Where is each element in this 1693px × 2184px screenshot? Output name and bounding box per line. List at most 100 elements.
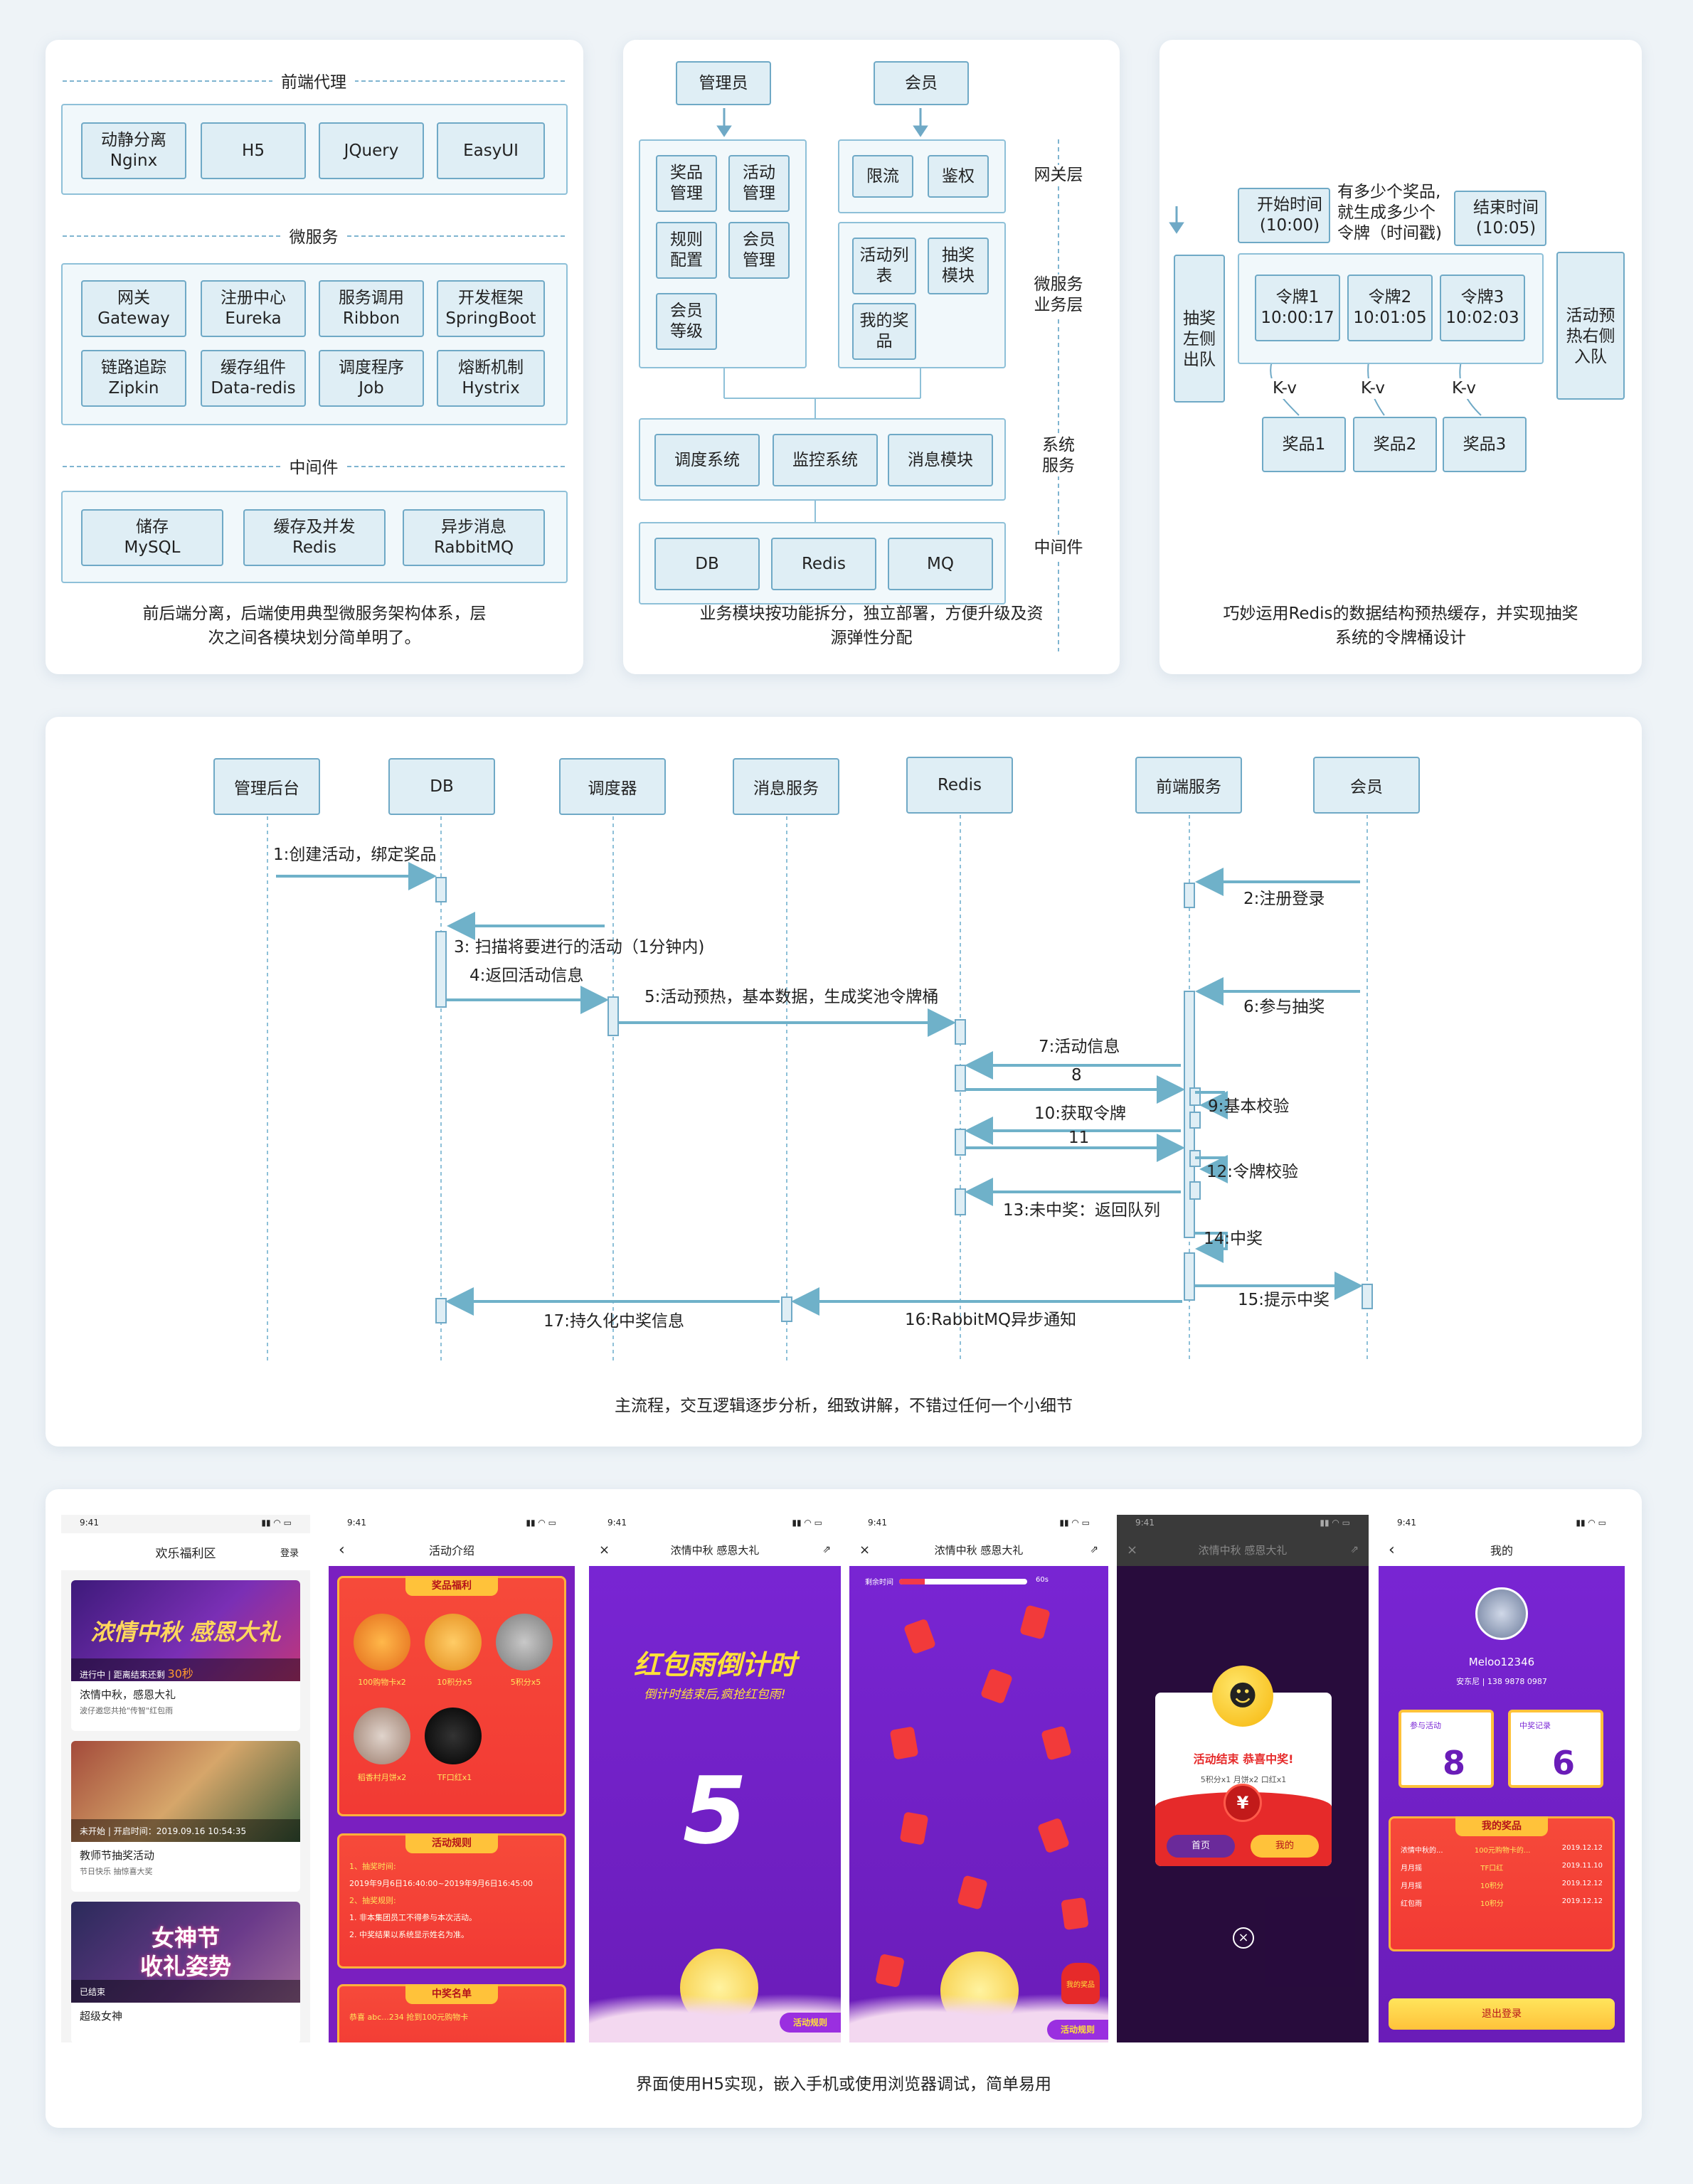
mine-button[interactable]: 我的 bbox=[1251, 1835, 1319, 1858]
rules-button[interactable]: 活动规则 bbox=[780, 2013, 841, 2033]
section-middleware: 中间件 bbox=[63, 454, 565, 478]
token-item: 令牌3 10:02:03 bbox=[1440, 275, 1525, 341]
intro-header: ‹ 活动介绍 bbox=[329, 1533, 575, 1566]
profile-header: ‹ 我的 bbox=[1379, 1533, 1625, 1566]
redpacket-icon[interactable] bbox=[1041, 1725, 1072, 1761]
win-title: 活动结束 恭喜中奖! bbox=[1193, 1752, 1294, 1766]
share-icon[interactable]: ⇗ bbox=[822, 1544, 831, 1555]
card3-caption: 巧妙运用Redis的数据结构预热缓存，并实现抽奖 系统的令牌桶设计 bbox=[1223, 604, 1578, 647]
stat-won[interactable]: 中奖记录 6 bbox=[1508, 1710, 1603, 1788]
status-bar: 9:41▮▮ ◠ ▭ bbox=[1379, 1515, 1625, 1533]
stat-joined[interactable]: 参与活动 8 bbox=[1399, 1710, 1494, 1788]
system-item: 监控系统 bbox=[773, 434, 878, 486]
rule-line: 2019年9月6日16:40:00~2019年9月6日16:45:00 bbox=[349, 1879, 534, 1888]
user-phone: 安东尼 | 138 9878 0987 bbox=[1456, 1677, 1547, 1686]
seq-msg: 17:持久化中奖信息 bbox=[543, 1312, 685, 1331]
mid-item: Redis bbox=[771, 538, 876, 590]
avatar bbox=[1475, 1587, 1528, 1640]
end-time-box: 结束时间 (10:05) bbox=[1454, 191, 1546, 246]
redpacket-icon[interactable] bbox=[875, 1953, 905, 1988]
close-result-icon[interactable]: × bbox=[1233, 1927, 1254, 1949]
prize-cell: 100元购物卡的... bbox=[1474, 1847, 1531, 1855]
section-microservice: 微服务 bbox=[63, 223, 565, 247]
login-button[interactable]: 登录 bbox=[280, 1548, 299, 1559]
start-time-box: 开始时间 (10:00) bbox=[1238, 188, 1330, 243]
seq-msg: 10:获取令牌 bbox=[1034, 1104, 1127, 1123]
share-icon[interactable]: ⇗ bbox=[1090, 1544, 1098, 1555]
redpacket-icon[interactable] bbox=[1019, 1604, 1051, 1640]
rule-line: 2. 中奖结果以系统显示姓名为准。 bbox=[349, 1930, 469, 1939]
redpacket-icon[interactable] bbox=[957, 1875, 988, 1910]
enqueue-box: 活动预 热右侧 入队 bbox=[1556, 252, 1625, 400]
game-header: × 浓情中秋 感恩大礼 ⇗ bbox=[589, 1533, 841, 1566]
mid-item: MQ bbox=[888, 538, 993, 590]
seq-msg: 7:活动信息 bbox=[1039, 1038, 1120, 1056]
my-prizes-bag[interactable]: 我的奖品 bbox=[1061, 1963, 1100, 2004]
prize-item: 奖品3 bbox=[1443, 417, 1527, 472]
middleware-item: 储存 MySQL bbox=[81, 509, 223, 566]
close-icon[interactable]: × bbox=[859, 1542, 871, 1557]
logout-button[interactable]: 退出登录 bbox=[1389, 1998, 1615, 2030]
prize-cell: 月月摇 bbox=[1401, 1882, 1422, 1890]
game-header: × 浓情中秋 感恩大礼 ⇗ bbox=[1117, 1533, 1369, 1566]
rules-button[interactable]: 活动规则 bbox=[1047, 2020, 1108, 2040]
system-item: 调度系统 bbox=[654, 434, 760, 486]
activity-card[interactable]: 未开始 | 开启时间：2019.09.16 10:54:35 教师节抽奖活动 节… bbox=[71, 1741, 300, 1892]
activity-title: 超级女神 bbox=[80, 2010, 123, 2023]
rules-panel: 活动规则 1、抽奖时间: 2019年9月6日16:40:00~2019年9月6日… bbox=[337, 1833, 566, 1969]
prize-cell: TF口红 bbox=[1480, 1865, 1504, 1873]
biz-item: 我的奖 品 bbox=[852, 303, 916, 360]
actor-db: DB bbox=[388, 758, 495, 815]
redpacket-icon[interactable] bbox=[980, 1668, 1014, 1705]
share-icon[interactable]: ⇗ bbox=[1350, 1544, 1359, 1555]
banner-status: 已结束 bbox=[71, 1980, 300, 2003]
admin-module: 会员 管理 bbox=[728, 222, 790, 279]
redpacket-icon[interactable] bbox=[1061, 1897, 1089, 1931]
phone-home: 9:41▮▮ ◠ ▭ 欢乐福利区 登录 浓情中秋 感恩大礼 进行中 | 距离结束… bbox=[61, 1515, 310, 2042]
timer-seconds: 60s bbox=[1036, 1576, 1049, 1584]
back-icon[interactable]: ‹ bbox=[339, 1540, 345, 1559]
redpacket-icon[interactable] bbox=[889, 1726, 919, 1760]
seq-msg: 9:基本校验 bbox=[1208, 1097, 1290, 1116]
stat-value: 8 bbox=[1442, 1744, 1465, 1782]
countdown-sub: 倒计时结束后,疯抢红包雨! bbox=[644, 1688, 786, 1702]
banner-image bbox=[71, 1741, 300, 1842]
status-bar: 9:41▮▮ ◠ ▭ bbox=[849, 1515, 1108, 1533]
home-button[interactable]: 首页 bbox=[1167, 1835, 1235, 1858]
rule-line: 1、抽奖时间: bbox=[349, 1862, 396, 1871]
prize-row: 浓情中秋的...100元购物卡的...2019.12.12 bbox=[1391, 1841, 1613, 1858]
activity-card[interactable]: 浓情中秋 感恩大礼 进行中 | 距离结束还剩 30秒 浓情中秋，感恩大礼 波仔邀… bbox=[71, 1580, 300, 1731]
prize-panel: 奖品福利 100购物卡x2 10积分x5 5积分x5 稻香村月饼x2 TF口红x… bbox=[337, 1576, 566, 1816]
prize-coin bbox=[425, 1614, 482, 1671]
module-connectors bbox=[716, 108, 1059, 651]
redpacket-icon[interactable] bbox=[903, 1618, 937, 1655]
redpacket-icon[interactable] bbox=[899, 1811, 929, 1845]
prize-item: 奖品1 bbox=[1262, 417, 1346, 472]
card2-caption: 业务模块按功能拆分，独立部署，方便升级及资 源弹性分配 bbox=[699, 604, 1044, 647]
home-header: 欢乐福利区 登录 bbox=[61, 1533, 310, 1570]
frontend-item: JQuery bbox=[319, 122, 424, 179]
card5-caption: 界面使用H5实现，嵌入手机或使用浏览器调试，简单易用 bbox=[636, 2075, 1051, 2094]
stat-label: 参与活动 bbox=[1410, 1721, 1441, 1730]
phone-result: 9:41▮▮ ◠ ▭ × 浓情中秋 感恩大礼 ⇗ 活动结束 恭喜中奖! 5积分x… bbox=[1117, 1515, 1369, 2042]
redpacket-icon[interactable] bbox=[1036, 1817, 1071, 1854]
timer-bar bbox=[899, 1579, 1027, 1584]
admin-module: 规则 配置 bbox=[656, 222, 717, 279]
countdown-number: 5 bbox=[682, 1757, 748, 1865]
middleware-item: 缓存及并发 Redis bbox=[243, 509, 386, 566]
prize-cell: 2019.12.12 bbox=[1561, 1880, 1603, 1887]
activity-card[interactable]: 女神节 收礼姿势 已结束 超级女神 bbox=[71, 1902, 300, 2042]
screens-card: 9:41▮▮ ◠ ▭ 欢乐福利区 登录 浓情中秋 感恩大礼 进行中 | 距离结束… bbox=[46, 1489, 1642, 2128]
system-item: 消息模块 bbox=[888, 434, 993, 486]
prize-coin bbox=[354, 1614, 410, 1671]
prize-cell: 2019.12.12 bbox=[1561, 1844, 1603, 1852]
back-icon[interactable]: ‹ bbox=[1389, 1540, 1395, 1559]
architecture-card: 前端代理 动静分离 Nginx H5 JQuery EasyUI 微服务 网关 … bbox=[46, 40, 583, 674]
phone-intro: 9:41▮▮ ◠ ▭ ‹ 活动介绍 奖品福利 100购物卡x2 10积分x5 5… bbox=[329, 1515, 575, 2042]
prize-label: 10积分x5 bbox=[437, 1678, 472, 1687]
close-icon[interactable]: × bbox=[599, 1542, 610, 1557]
close-icon[interactable]: × bbox=[1127, 1542, 1138, 1557]
sequence-card: 管理后台 DB 调度器 消息服务 Redis 前端服务 会员 bbox=[46, 717, 1642, 1447]
